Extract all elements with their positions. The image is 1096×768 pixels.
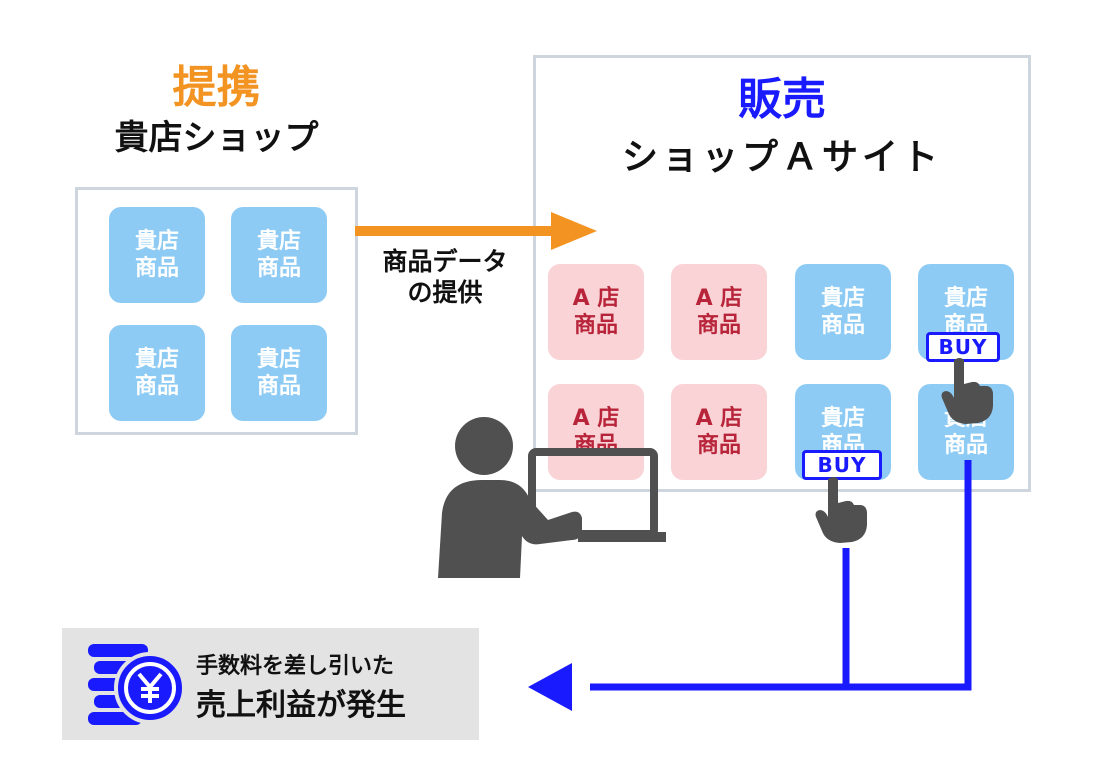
pointing-hand-icon bbox=[941, 358, 993, 424]
shop-a-product-tile: A 店 商品 bbox=[548, 264, 644, 360]
profit-line-2: 売上利益が発生 bbox=[196, 688, 406, 723]
person-at-laptop-icon bbox=[438, 417, 666, 578]
profit-line-1: 手数料を差し引いた bbox=[196, 654, 395, 679]
own-product-tile: 貴店 商品 bbox=[109, 207, 205, 303]
shop-a-product-tile: A 店 商品 bbox=[671, 264, 767, 360]
partner-shop-panel: 貴店 商品 貴店 商品 貴店 商品 貴店 商品 bbox=[75, 187, 358, 435]
own-product-tile: 貴店 商品 bbox=[795, 264, 891, 360]
buy-button[interactable]: BUY bbox=[802, 450, 882, 480]
own-product-tile: 貴店 商品 bbox=[231, 325, 327, 421]
own-product-tile: 貴店 商品 bbox=[109, 325, 205, 421]
shop-a-site-panel: A 店 商品 A 店 商品 貴店 商品 貴店 商品 A 店 商品 A 店 商品 … bbox=[533, 55, 1031, 492]
buy-button[interactable]: BUY bbox=[926, 332, 1000, 362]
sales-heading: 販売 bbox=[738, 74, 826, 125]
partner-subheading: 貴店ショップ bbox=[114, 118, 319, 158]
partner-heading: 提携 bbox=[172, 62, 261, 113]
payment-flow-arrow-icon bbox=[528, 460, 972, 711]
own-product-tile: 貴店 商品 bbox=[231, 207, 327, 303]
sales-subheading: ショップＡサイト bbox=[621, 137, 942, 178]
shop-a-product-tile: A 店 商品 bbox=[671, 384, 767, 480]
flow-caption: 商品データ の提供 bbox=[382, 247, 508, 308]
data-flow-arrow-icon bbox=[355, 212, 597, 250]
yen-coins-icon bbox=[88, 644, 186, 725]
shop-a-product-tile: A 店 商品 bbox=[548, 384, 644, 480]
pointing-hand-icon bbox=[815, 477, 867, 543]
